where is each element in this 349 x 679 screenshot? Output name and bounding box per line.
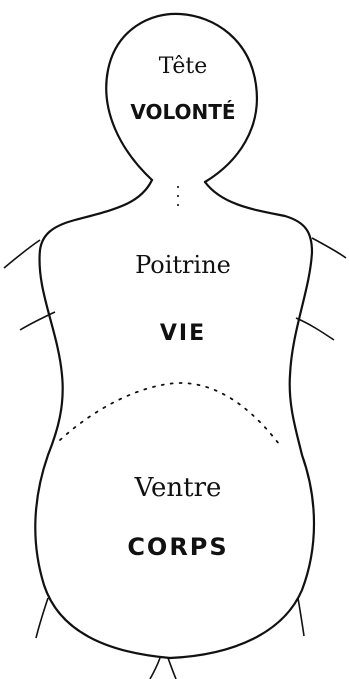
belly-faculty: CORPS (127, 533, 228, 561)
right-shoulder-line (312, 238, 346, 258)
chest-name: Poitrine (135, 251, 231, 279)
chest-faculty: VIE (160, 321, 206, 346)
left-leg-line (36, 598, 48, 638)
left-shoulder-line (4, 240, 40, 268)
inner-right-leg-line (168, 658, 176, 679)
inner-left-leg-line (150, 658, 160, 679)
right-arm-line (296, 318, 334, 340)
head-faculty: VOLONTÉ (130, 100, 235, 124)
belly-name: Ventre (134, 473, 222, 503)
head-outline (106, 14, 257, 182)
right-leg-line (298, 598, 304, 636)
chest-belly-divider (60, 383, 282, 448)
head-name: Tête (159, 54, 208, 79)
